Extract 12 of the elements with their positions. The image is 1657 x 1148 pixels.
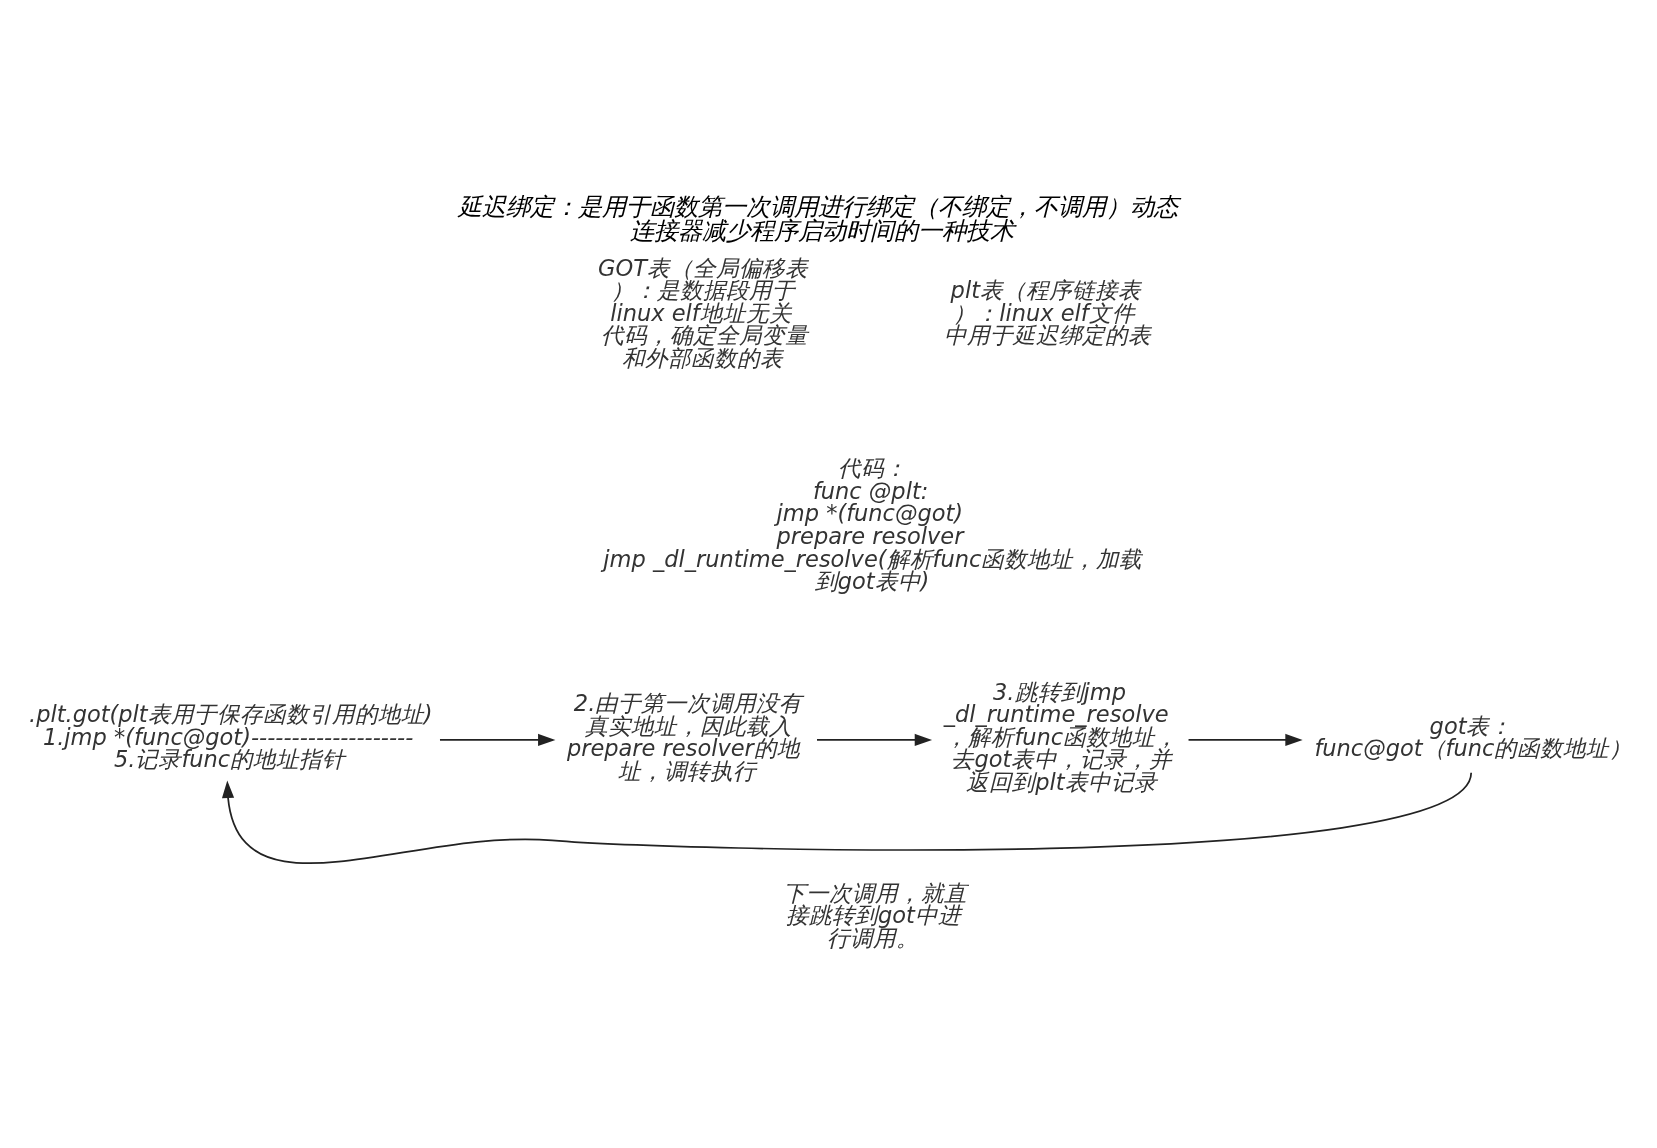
arrow: [439, 733, 556, 746]
node-text: .plt.got(plt表用于保存函数引用的地址) 1.jmp *(func@got)-------------------- 5.记录func的地址指针: [29, 700, 433, 772]
arrow: [222, 771, 1473, 864]
label: GOT表（全局偏移表）：是数据段用于linux elf地址无关代码，确定全局变量和外部函数的表: [598, 254, 808, 371]
arrow: [816, 733, 933, 746]
node-text: got表： func@got（func的函数地址）: [1314, 712, 1633, 761]
arrow: [1187, 733, 1303, 746]
label: plt表（程序链接表）：linux elf文件中用于延迟绑定的表: [943, 276, 1151, 348]
label: 代码：: [838, 454, 908, 481]
node-text: 3.跳转到jmp _dl_runtime_resolve，解析func函数地址，去got表中，记录，并返回到plt表中记录: [943, 678, 1179, 795]
node-text: 2.由于第一次调用没有真实地址，因此载入prepare resolver的地址，调转执行: [566, 689, 803, 784]
label: 下一次调用，就直接跳转到got中进行调用。: [782, 879, 967, 951]
